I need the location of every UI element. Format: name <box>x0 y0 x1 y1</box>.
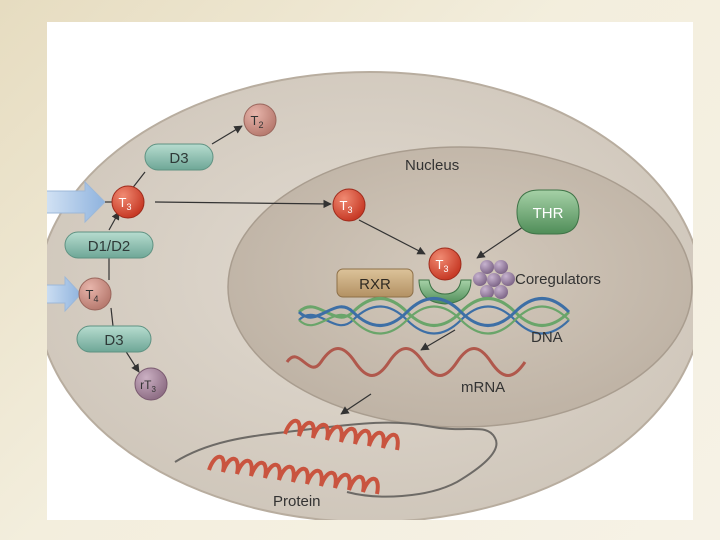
arrow-icon <box>124 349 140 373</box>
diagram-frame: Nucleus D3 D1/D2 <box>47 22 693 520</box>
svg-text:D3: D3 <box>169 150 188 167</box>
arrow-icon <box>110 307 114 327</box>
rxr-receptor: RXR <box>336 268 414 298</box>
arrow-icon <box>340 393 372 415</box>
import-arrow-icon <box>47 180 106 224</box>
dna-helix-icon <box>297 297 571 335</box>
arrow-icon <box>476 226 524 259</box>
coregulators-cluster <box>473 260 515 299</box>
nucleus-label: Nucleus <box>405 157 459 174</box>
hormone-t3-cytoplasm: T3 <box>111 185 145 219</box>
svg-text:RXR: RXR <box>359 276 391 293</box>
svg-text:T2: T2 <box>251 113 264 130</box>
protein-label: Protein <box>273 493 321 510</box>
arrow-icon <box>108 211 120 231</box>
mrna-strand-icon <box>285 347 527 377</box>
thyroid-hormone-diagram: Nucleus D3 D1/D2 <box>47 71 693 520</box>
svg-text:rT3: rT3 <box>140 378 156 394</box>
svg-text:T4: T4 <box>86 287 99 304</box>
svg-text:THR: THR <box>533 205 564 222</box>
hormone-t4: T4 <box>78 277 112 311</box>
enzyme-d1-d2: D1/D2 <box>64 231 154 259</box>
coregulators-label: Coregulators <box>515 271 601 288</box>
svg-text:T3: T3 <box>119 195 132 212</box>
enzyme-d3-bottom: D3 <box>76 325 152 353</box>
svg-text:D1/D2: D1/D2 <box>88 238 131 255</box>
enzyme-d3-top: D3 <box>144 143 214 171</box>
protein-helix-icon <box>174 418 498 498</box>
thr-receptor: THR <box>516 189 580 235</box>
hormone-t3-nucleus: T3 <box>332 188 366 222</box>
hormone-t2: T2 <box>243 103 277 137</box>
arrow-icon <box>154 199 332 209</box>
arrow-icon <box>358 219 426 255</box>
svg-text:T3: T3 <box>340 198 353 215</box>
import-arrow-icon <box>47 275 82 313</box>
arrow-icon <box>420 329 456 351</box>
mrna-label: mRNA <box>461 379 505 396</box>
arrow-icon <box>211 125 243 145</box>
dna-label: DNA <box>531 329 563 346</box>
hormone-rt3: rT3 <box>134 367 168 401</box>
svg-text:D3: D3 <box>104 332 123 349</box>
svg-text:T3: T3 <box>436 257 449 274</box>
